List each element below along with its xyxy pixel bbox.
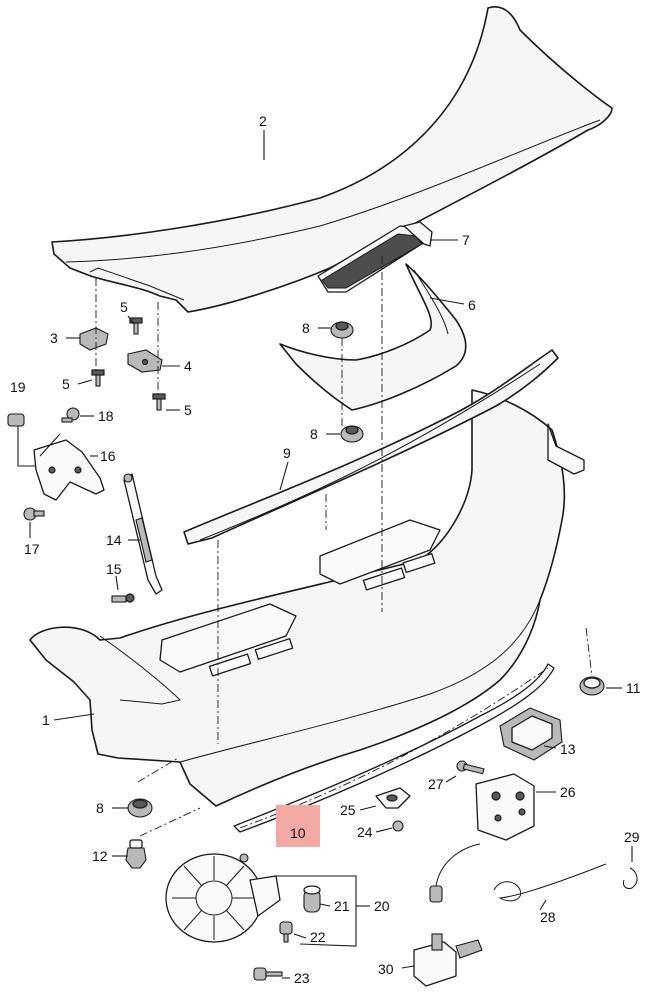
part-5-bolt-c[interactable]: [152, 393, 166, 411]
part-10-seal-strip[interactable]: [233, 663, 555, 833]
callout-10: 10: [290, 825, 306, 841]
assembly-axes: [95, 256, 593, 837]
callout-23: 23: [294, 970, 310, 986]
part-7-grille[interactable]: [317, 221, 433, 293]
part-24-screw[interactable]: [392, 820, 404, 832]
callout-11: 11: [626, 680, 641, 696]
part-14-strut[interactable]: [123, 473, 163, 595]
callout-4: 4: [184, 358, 192, 374]
callout-30: 30: [378, 961, 394, 977]
part-27-bolt[interactable]: [456, 760, 485, 775]
callout-22: 22: [310, 929, 326, 945]
part-1-rear-lid[interactable]: [29, 389, 585, 807]
part-22-screw[interactable]: [279, 921, 293, 943]
callout-labels: 2 7 6 8 8 8 3 5 5 5 4 19 18 16 17 9 14 1…: [10, 113, 641, 986]
part-19-cap[interactable]: [7, 413, 25, 427]
part-2-spoiler-lid[interactable]: [51, 6, 613, 313]
part-4-bracket[interactable]: [127, 349, 163, 373]
callout-27: 27: [428, 776, 444, 792]
part-30-switch[interactable]: [413, 933, 483, 987]
part-3-bracket[interactable]: [79, 327, 109, 351]
part-28-cable[interactable]: [429, 843, 607, 903]
part-9-trim-strip[interactable]: [183, 349, 559, 545]
part-8-grommet-b[interactable]: [340, 425, 364, 443]
callout-16: 16: [100, 448, 116, 464]
part-16-hinge[interactable]: [33, 439, 105, 501]
callout-6: 6: [468, 297, 476, 313]
callout-8: 8: [96, 800, 104, 816]
callout-21: 21: [334, 898, 350, 914]
callout-3: 3: [50, 330, 58, 346]
part-21-bushing[interactable]: [303, 885, 321, 913]
callout-28: 28: [540, 909, 556, 925]
part-12-stud[interactable]: [125, 839, 147, 869]
callout-17: 17: [24, 541, 40, 557]
callout-26: 26: [560, 784, 576, 800]
callout-18: 18: [98, 408, 114, 424]
part-13-gasket[interactable]: [499, 707, 563, 761]
part-18-bolt[interactable]: [61, 407, 80, 423]
callout-13: 13: [560, 741, 576, 757]
callout-5: 5: [62, 376, 70, 392]
callout-8: 8: [302, 320, 310, 336]
callout-2: 2: [259, 113, 267, 129]
callout-9: 9: [283, 445, 291, 461]
callout-5: 5: [184, 402, 192, 418]
callout-5: 5: [120, 299, 128, 315]
callout-1: 1: [42, 712, 50, 728]
part-5-bolt-a[interactable]: [129, 317, 143, 335]
callout-14: 14: [106, 532, 122, 548]
part-8-grommet-a[interactable]: [330, 321, 354, 339]
part-5-bolt-b[interactable]: [91, 369, 105, 387]
part-11-plug[interactable]: [579, 676, 605, 696]
callout-25: 25: [340, 802, 356, 818]
callout-24: 24: [357, 824, 373, 840]
callout-8: 8: [310, 426, 318, 442]
callout-29: 29: [624, 829, 640, 845]
callout-15: 15: [106, 561, 122, 577]
callout-19: 19: [10, 379, 26, 395]
part-29-clip[interactable]: [623, 867, 638, 889]
highlight-box-10: [276, 805, 320, 847]
callout-12: 12: [92, 848, 108, 864]
part-8-grommet-c[interactable]: [127, 798, 153, 818]
part-15-screw[interactable]: [111, 593, 135, 603]
part-23-bolt[interactable]: [253, 967, 283, 981]
part-25-clip[interactable]: [375, 787, 411, 809]
part-6-frame[interactable]: [279, 263, 467, 411]
part-26-lock[interactable]: [475, 773, 535, 841]
part-17-bolt[interactable]: [23, 507, 45, 521]
callout-7: 7: [462, 232, 470, 248]
callout-20: 20: [374, 898, 390, 914]
leader-lines: [17, 130, 633, 979]
part-20-motor[interactable]: [165, 853, 281, 943]
